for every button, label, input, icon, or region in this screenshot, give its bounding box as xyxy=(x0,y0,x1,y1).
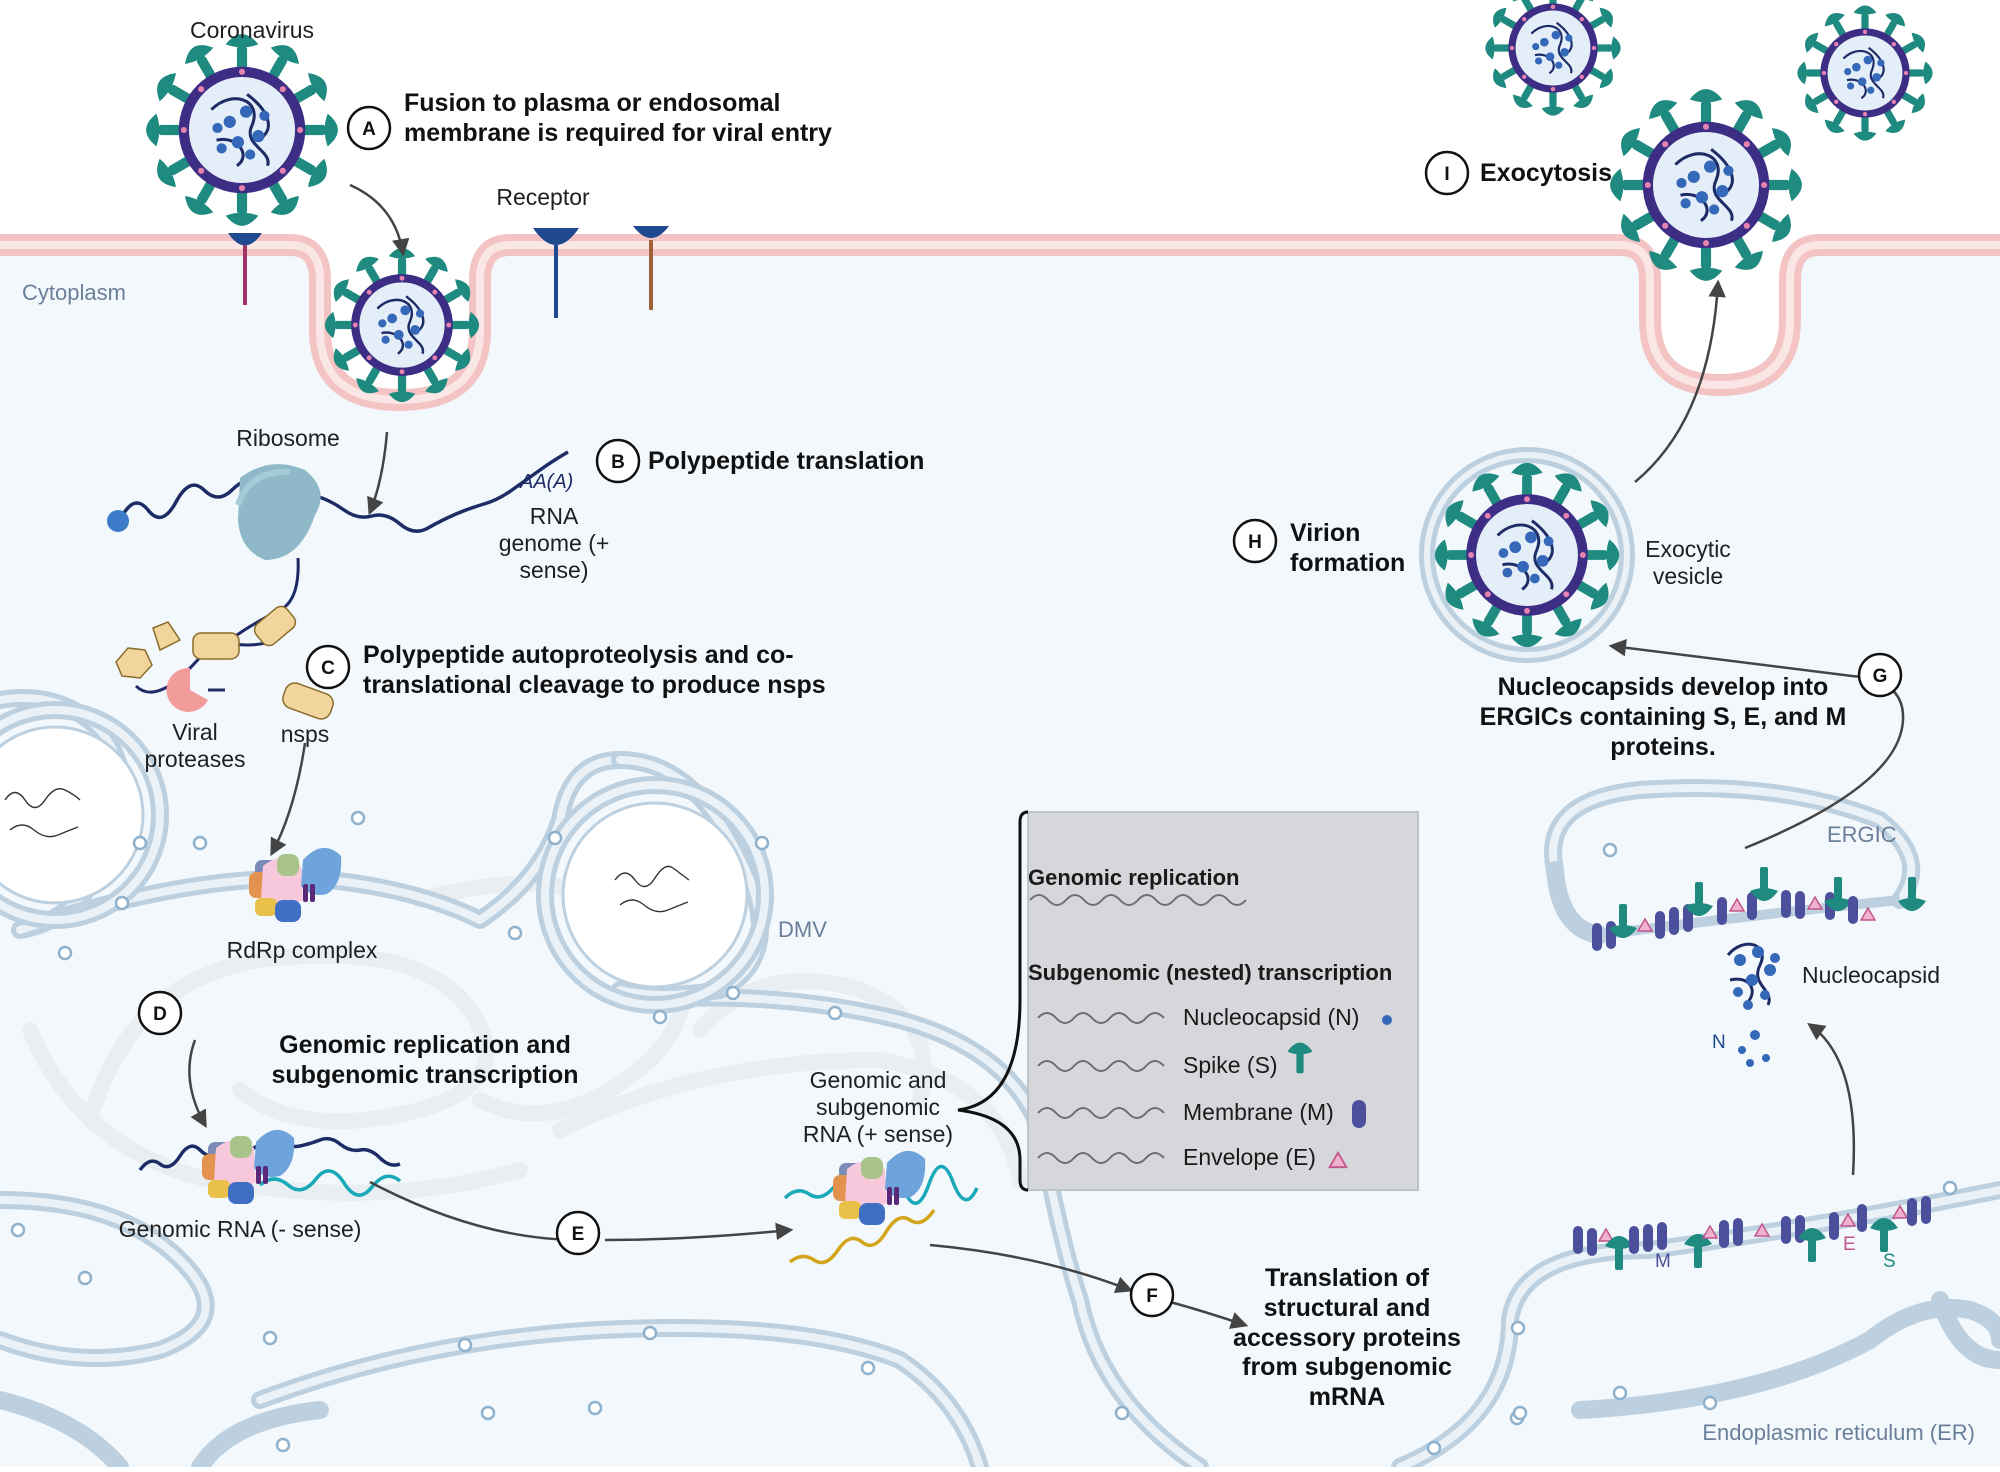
step-f-line2: structural and xyxy=(1264,1294,1431,1322)
legend-item-spike: Spike (S) xyxy=(1183,1052,1278,1078)
step-f-line3: accessory proteins xyxy=(1233,1324,1461,1352)
exocytic-vesicle xyxy=(1419,447,1635,663)
label-exocytic-vesicle-1: Exocytic xyxy=(1645,536,1731,562)
step-e-letter: E xyxy=(572,1224,585,1245)
step-g-line1: Nucleocapsids develop into xyxy=(1498,673,1829,701)
step-c-line2: translational cleavage to produce nsps xyxy=(363,671,826,699)
step-i-line1: Exocytosis xyxy=(1480,159,1612,187)
legend-genomic-replication: Genomic replication xyxy=(1028,865,1240,890)
step-c-line1: Polypeptide autoproteolysis and co- xyxy=(363,641,794,669)
legend-item-membrane: Membrane (M) xyxy=(1183,1099,1334,1125)
plain-labels: Coronavirus Receptor Cytoplasm Ribosome … xyxy=(22,17,1975,1445)
label-n: N xyxy=(1712,1032,1726,1053)
step-a-line1: Fusion to plasma or endosomal xyxy=(404,89,780,117)
step-h-line2: formation xyxy=(1290,549,1405,577)
step-labels: Fusion to plasma or endosomal membrane i… xyxy=(272,89,1847,1411)
legend: Genomic replication Subgenomic (nested) … xyxy=(957,810,1419,1192)
label-cytoplasm: Cytoplasm xyxy=(22,280,126,305)
label-rdrp-complex: RdRp complex xyxy=(227,937,378,963)
step-d-letter: D xyxy=(153,1004,167,1025)
label-genomic-subgenomic-3: RNA (+ sense) xyxy=(803,1121,953,1147)
step-f-line1: Translation of xyxy=(1265,1264,1430,1292)
label-dmv: DMV xyxy=(778,917,827,942)
step-f-line5: mRNA xyxy=(1309,1383,1385,1411)
label-ribosome: Ribosome xyxy=(236,425,340,451)
rdrp-positive-strand xyxy=(783,1150,979,1265)
label-polya: AA(A) xyxy=(519,471,573,493)
label-viral-proteases-1: Viral xyxy=(172,719,218,745)
step-g-letter: G xyxy=(1873,666,1888,687)
dmv-center xyxy=(536,776,774,1014)
step-c-letter: C xyxy=(321,658,335,679)
label-genomic-rna-negative: Genomic RNA (- sense) xyxy=(119,1216,362,1242)
step-markers: A B C D E F G H I xyxy=(137,105,1903,1318)
label-nucleocapsid: Nucleocapsid xyxy=(1802,962,1940,988)
label-coronavirus: Coronavirus xyxy=(190,17,314,43)
legend-subgenomic-transcription: Subgenomic (nested) transcription xyxy=(1028,960,1392,985)
step-d-line1: Genomic replication and xyxy=(279,1031,571,1059)
label-nsps: nsps xyxy=(281,721,330,747)
receptors xyxy=(228,226,669,318)
legend-item-envelope: Envelope (E) xyxy=(1183,1144,1316,1170)
dmv-left xyxy=(0,701,169,929)
step-d-line2: subgenomic transcription xyxy=(272,1061,579,1089)
nucleocapsid xyxy=(1726,942,1780,1067)
label-er: Endoplasmic reticulum (ER) xyxy=(1702,1420,1975,1445)
label-viral-proteases-2: proteases xyxy=(144,746,245,772)
label-genomic-subgenomic-2: subgenomic xyxy=(816,1094,940,1120)
step-h-line1: Virion xyxy=(1290,519,1360,547)
label-e: E xyxy=(1843,1234,1856,1255)
label-rna-genome-1: RNA xyxy=(530,503,579,529)
step-a-letter: A xyxy=(362,119,376,140)
step-h-letter: H xyxy=(1248,532,1262,553)
label-exocytic-vesicle-2: vesicle xyxy=(1653,563,1723,589)
label-rna-genome-2: genome (+ xyxy=(499,530,610,556)
membrane-dots xyxy=(10,810,1958,1456)
flow-arrows xyxy=(188,183,1905,1329)
label-ergic: ERGIC xyxy=(1827,822,1897,847)
step-a-line2: membrane is required for viral entry xyxy=(404,119,832,147)
ribosome-translation xyxy=(107,450,569,720)
label-s: S xyxy=(1883,1251,1896,1272)
step-i-letter: I xyxy=(1444,164,1449,185)
step-b-line1: Polypeptide translation xyxy=(648,447,924,475)
step-g-line2: ERGICs containing S, E, and M xyxy=(1480,703,1847,731)
label-genomic-subgenomic-1: Genomic and xyxy=(810,1067,947,1093)
step-f-line4: from subgenomic xyxy=(1242,1353,1452,1381)
label-receptor: Receptor xyxy=(496,184,590,210)
legend-item-nucleocapsid: Nucleocapsid (N) xyxy=(1183,1004,1359,1030)
step-b-letter: B xyxy=(611,452,625,473)
step-g-line3: proteins. xyxy=(1610,733,1716,761)
step-f-letter: F xyxy=(1146,1286,1158,1307)
label-rna-genome-3: sense) xyxy=(519,557,588,583)
label-m: M xyxy=(1655,1251,1671,1272)
